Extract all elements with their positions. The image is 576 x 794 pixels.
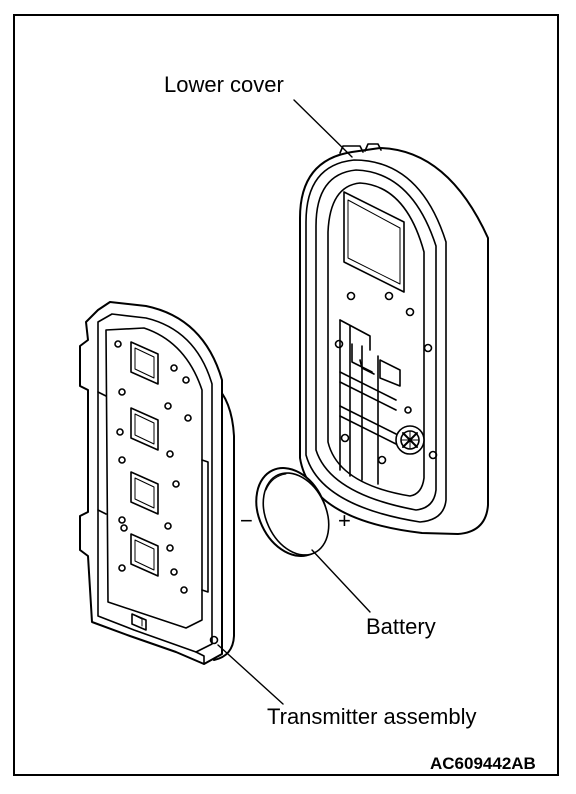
battery-positive-sign: + [338, 508, 351, 533]
leader-line-battery [311, 549, 371, 613]
lower-cover [299, 143, 489, 535]
battery [255, 467, 330, 557]
battery-negative-sign: − [240, 508, 253, 533]
label-lower-cover: Lower cover [164, 72, 284, 97]
figure-frame [13, 14, 559, 776]
transmitter-assembly [79, 301, 235, 665]
label-transmitter-assembly: Transmitter assembly [267, 704, 477, 729]
figure-code: AC609442AB [430, 754, 536, 773]
label-battery: Battery [366, 614, 436, 639]
leader-line-transmitter [217, 644, 284, 705]
leader-line-lower-cover [293, 99, 353, 158]
